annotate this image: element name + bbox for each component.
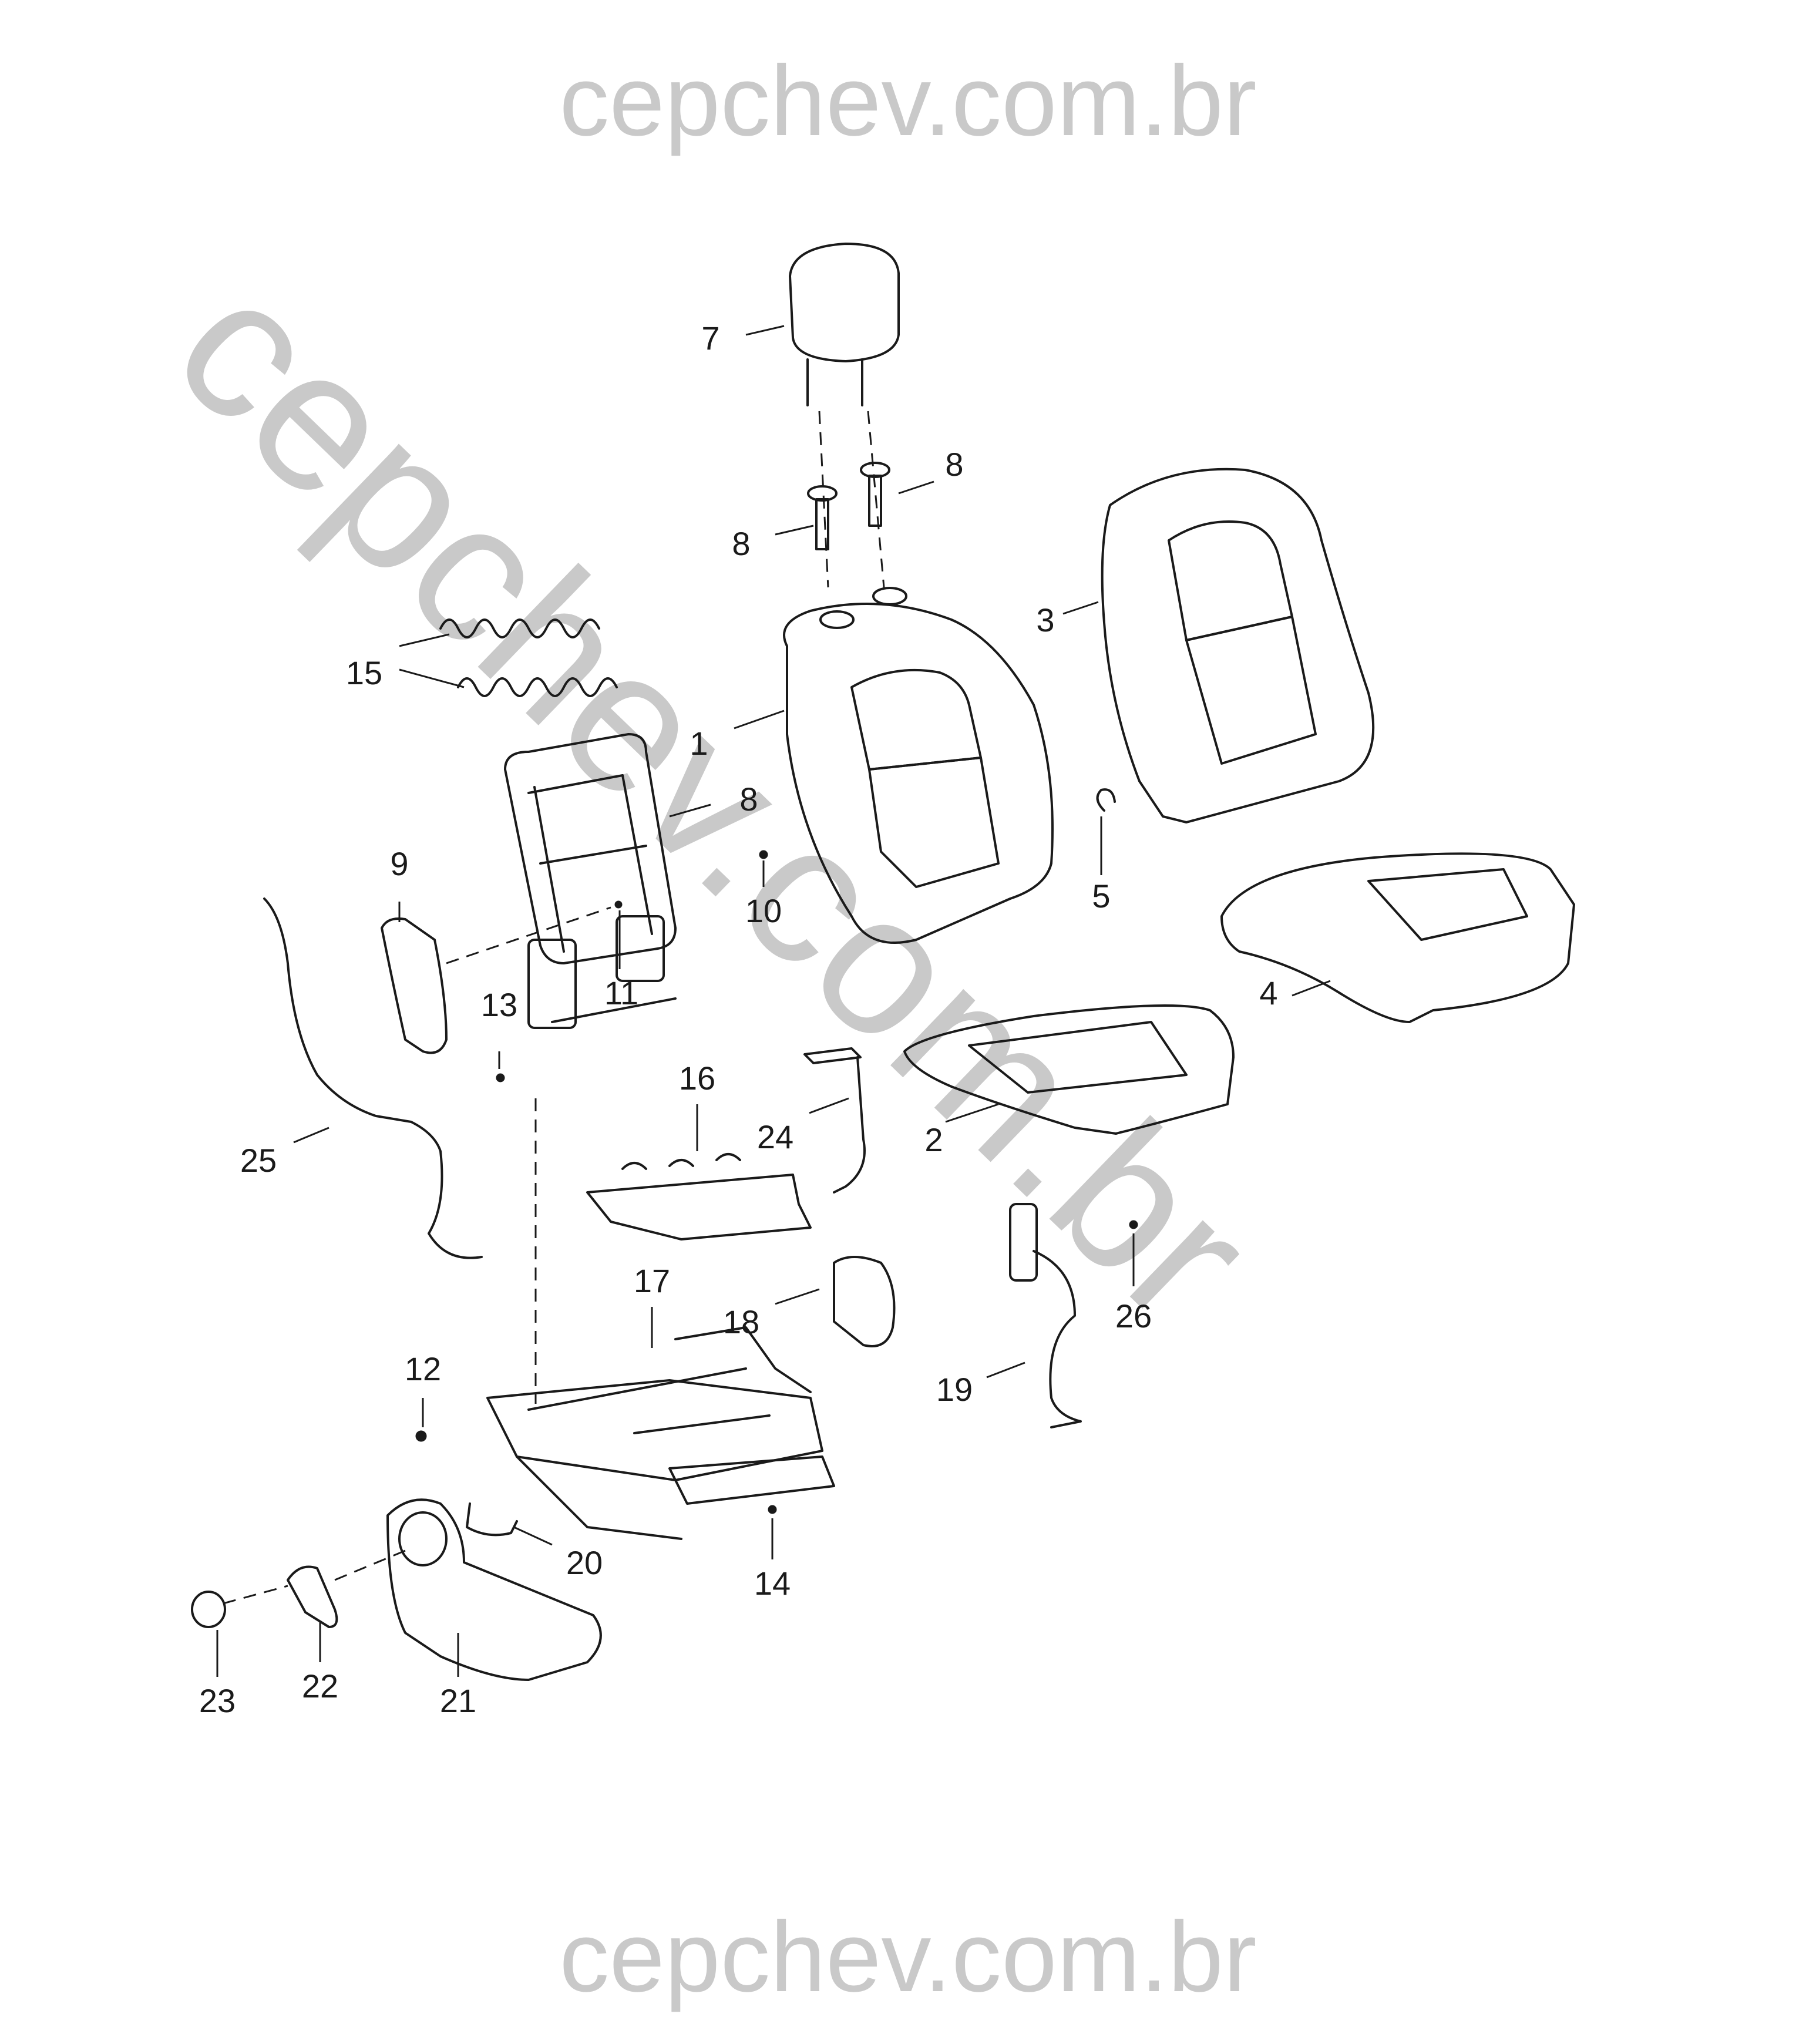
part-airbag-module xyxy=(381,906,611,1054)
watermark-diagonal: cepchev.com.br xyxy=(134,234,1293,1364)
part-wiring-harness xyxy=(263,897,483,1259)
leader-lines xyxy=(216,325,1331,1677)
callout-19: 18 xyxy=(723,1303,759,1340)
callout-3: 3 xyxy=(1036,601,1054,638)
part-fasteners xyxy=(415,850,777,1514)
part-recliner-handle xyxy=(287,1549,406,1628)
callout-21: 20 xyxy=(566,1544,603,1581)
part-cap xyxy=(191,1585,288,1628)
callout-4: 4 xyxy=(1259,974,1277,1011)
watermark-bottom: cepchev.com.br xyxy=(559,1901,1256,2013)
callout-23: 22 xyxy=(302,1668,338,1705)
part-headrest xyxy=(789,243,900,588)
callout-18: 17 xyxy=(634,1262,670,1299)
callout-20: 19 xyxy=(936,1371,973,1408)
callout-14: 13 xyxy=(481,986,517,1023)
callout-25: 24 xyxy=(757,1118,793,1155)
part-headrest-guides xyxy=(807,462,890,550)
watermark-top: cepchev.com.br xyxy=(559,45,1256,157)
callout-26: 25 xyxy=(240,1142,277,1179)
callout-8a: 8 xyxy=(945,446,963,483)
part-outer-trim-panel xyxy=(386,1498,602,1681)
part-seat-adjuster xyxy=(486,1326,835,1540)
callout-5: 5 xyxy=(1092,878,1110,915)
callout-1: 1 xyxy=(690,725,708,762)
part-bracket xyxy=(833,1256,896,1347)
part-seatback-cover xyxy=(1101,468,1375,823)
callout-13: 12 xyxy=(405,1350,441,1387)
callout-9: 8 xyxy=(739,781,758,818)
callout-15: 14 xyxy=(754,1565,791,1602)
part-occupant-sensor xyxy=(803,1047,866,1194)
part-cushion-pad xyxy=(903,1004,1235,1135)
callout-labels: 7 8 8 1 3 5 4 2 8 10 11 13 9 15 25 16 24… xyxy=(199,320,1278,1719)
callout-22: 21 xyxy=(440,1682,476,1719)
callout-2: 2 xyxy=(924,1121,943,1158)
callout-10: 9 xyxy=(390,845,408,882)
part-seat-belt-buckle xyxy=(1009,1203,1082,1428)
part-seatback-frame xyxy=(504,733,677,1029)
callout-27: 26 xyxy=(1115,1297,1152,1334)
part-fastener-27 xyxy=(1129,1220,1138,1229)
part-harness-21 xyxy=(466,1502,518,1537)
callout-16: 15 xyxy=(346,654,382,691)
callout-8b: 8 xyxy=(732,525,750,562)
callout-7: 7 xyxy=(701,320,719,357)
part-cushion-cover xyxy=(1220,852,1575,1023)
callout-11: 10 xyxy=(745,892,782,929)
part-clip xyxy=(1096,788,1116,812)
callout-12: 11 xyxy=(604,974,638,1011)
callout-17: 16 xyxy=(679,1060,715,1097)
callout-24: 23 xyxy=(199,1682,236,1719)
part-suspension-mat xyxy=(586,1153,812,1240)
part-springs xyxy=(439,618,618,697)
part-seatback-pad xyxy=(783,587,1054,944)
